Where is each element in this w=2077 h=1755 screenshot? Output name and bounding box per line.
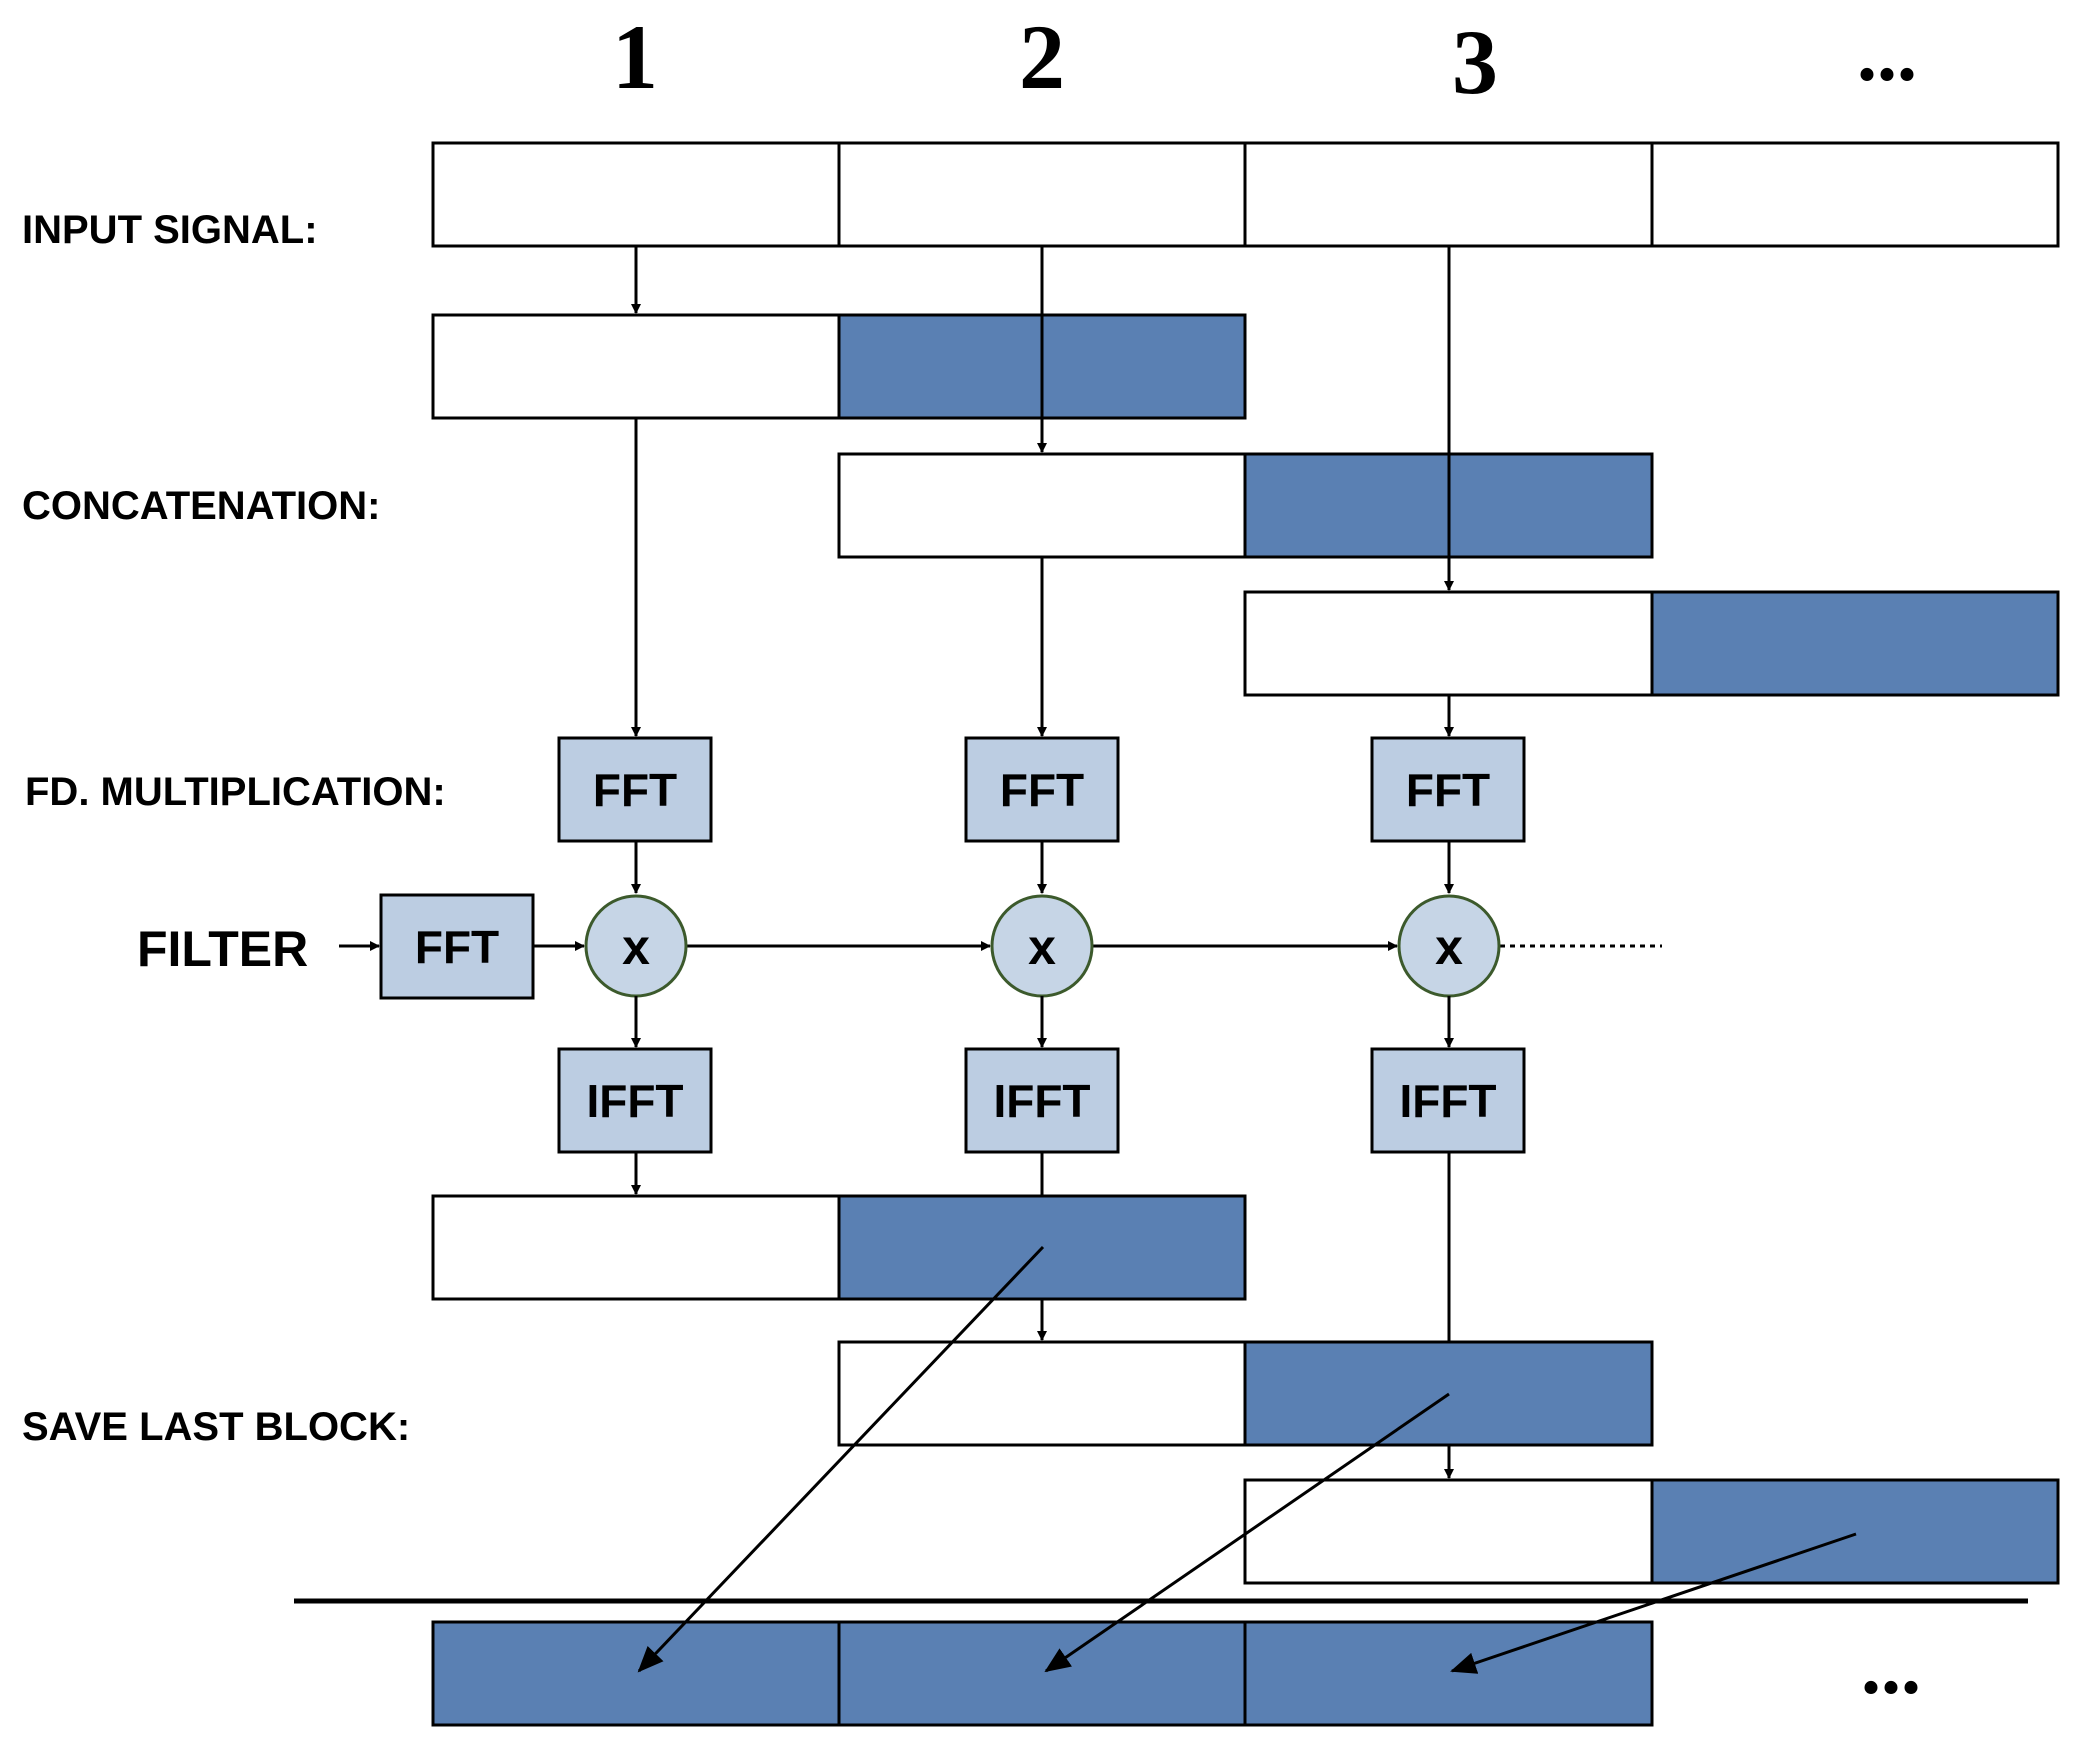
concatenation-row-2 <box>837 452 1654 559</box>
concatenation-row-1 <box>431 313 1247 420</box>
arrow-save-block-3 <box>1450 1532 1857 1674</box>
fft-box-3: FFT <box>1370 736 1526 843</box>
column-number-2: 2 <box>1019 6 1065 108</box>
fft-box-1: FFT <box>557 736 713 843</box>
result-2-discard <box>837 1340 1247 1447</box>
multiplier-1-label: x <box>622 919 650 975</box>
concat-3-next <box>1650 590 2060 697</box>
output-block-2 <box>837 1620 1247 1727</box>
label-input-signal: INPUT SIGNAL: <box>22 208 318 252</box>
concat-3-current <box>1243 590 1654 697</box>
concatenation-row-3 <box>1243 590 2060 697</box>
result-row-3 <box>1243 1478 2060 1585</box>
multiplier-1: x <box>584 894 688 998</box>
input-block-3 <box>1243 141 1654 248</box>
fft-label-1: FFT <box>593 764 677 816</box>
output-block-1 <box>431 1620 841 1727</box>
input-block-1 <box>431 141 841 248</box>
input-block-4 <box>1650 141 2060 248</box>
label-save-last-block: SAVE LAST BLOCK: <box>22 1405 410 1449</box>
multiplier-3-label: x <box>1435 919 1463 975</box>
output-row <box>431 1620 1654 1727</box>
output-ellipsis: ... <box>1861 1623 1921 1711</box>
result-row-2 <box>837 1340 1654 1447</box>
ifft-box-2: IFFT <box>964 1047 1120 1154</box>
multiplier-2: x <box>990 894 1094 998</box>
filter-fft-box: FFT <box>379 893 535 1000</box>
result-3-discard <box>1243 1478 1654 1585</box>
result-1-discard <box>431 1194 841 1301</box>
multiplier-3: x <box>1397 894 1501 998</box>
concat-2-current <box>837 452 1247 559</box>
result-row-1 <box>431 1194 1247 1301</box>
filter-fft-label: FFT <box>415 921 499 973</box>
label-fd-multiplication: FD. MULTIPLICATION: <box>25 770 446 814</box>
ifft-label-2: IFFT <box>993 1075 1090 1127</box>
input-block-2 <box>837 141 1247 248</box>
output-block-3 <box>1243 1620 1654 1727</box>
label-filter: FILTER <box>137 921 308 977</box>
result-3-keep <box>1650 1478 2060 1585</box>
arrow-save-block-1 <box>637 1245 1045 1673</box>
ifft-label-3: IFFT <box>1399 1075 1496 1127</box>
fft-label-2: FFT <box>1000 764 1084 816</box>
fft-label-3: FFT <box>1406 764 1490 816</box>
column-number-1: 1 <box>612 6 658 108</box>
multiplier-2-label: x <box>1028 919 1056 975</box>
ifft-label-1: IFFT <box>586 1075 683 1127</box>
fft-box-2: FFT <box>964 736 1120 843</box>
concat-1-current <box>431 313 841 420</box>
ifft-box-3: IFFT <box>1370 1047 1526 1154</box>
column-number-3: 3 <box>1452 11 1498 113</box>
arrow-save-block-2 <box>1044 1392 1450 1673</box>
label-concatenation: CONCATENATION: <box>22 484 380 528</box>
ifft-box-1: IFFT <box>557 1047 713 1154</box>
input-signal-row <box>431 141 2060 248</box>
column-number-more: ... <box>1857 10 1917 98</box>
